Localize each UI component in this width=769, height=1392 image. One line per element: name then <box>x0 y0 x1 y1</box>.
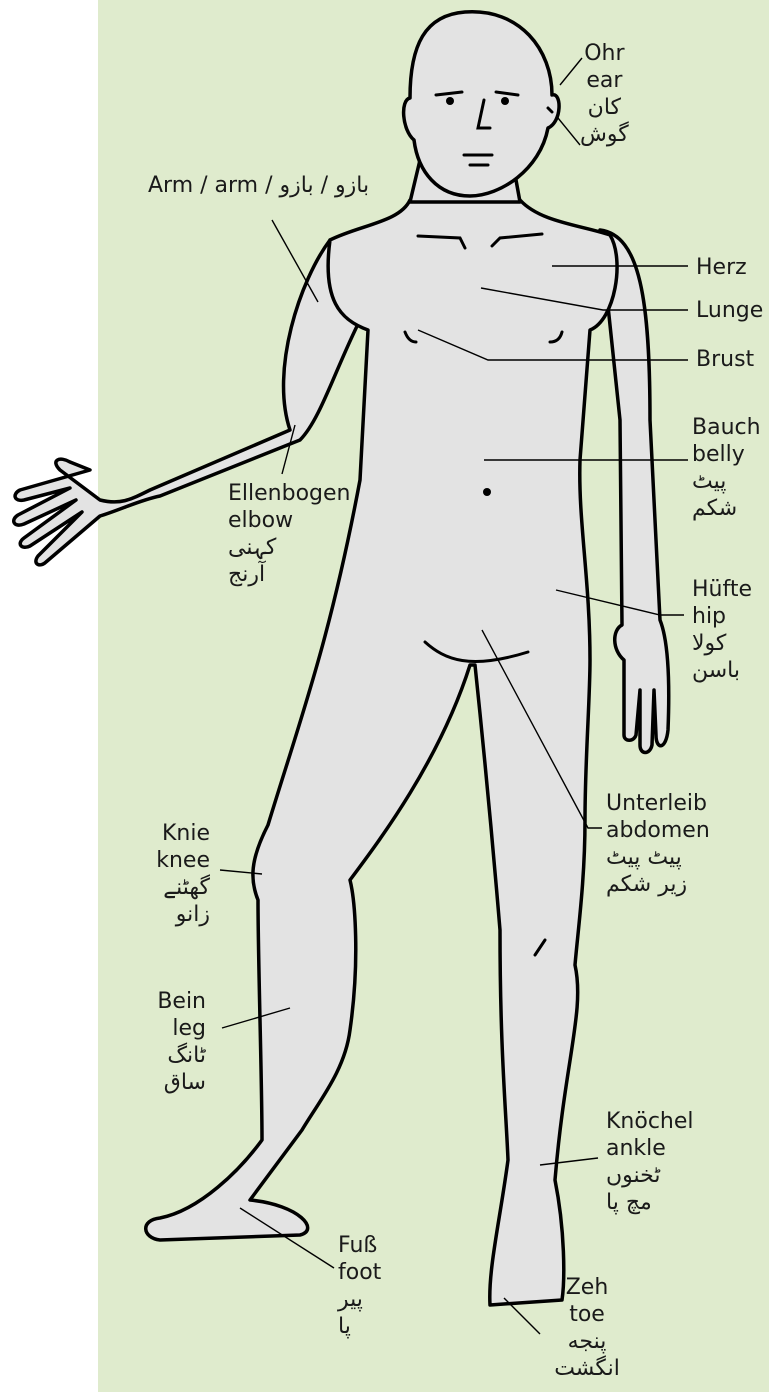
eye-left <box>446 97 454 105</box>
label-arm: Arm / arm / بازو / بازو <box>148 172 369 199</box>
leader-ear-2 <box>558 118 580 145</box>
label-chest: Brust <box>696 346 754 373</box>
head <box>404 12 559 196</box>
label-elbow: Ellenbogen elbow کہنی آرنج <box>228 480 350 588</box>
label-hip: Hüfte hip کولا باسن <box>692 576 752 684</box>
label-knee: Knie knee گھٹنے زانو <box>120 820 210 928</box>
label-abdomen: Unterleib abdomen پیٹ پیٹ زیر شکم <box>606 790 710 898</box>
label-heart: Herz <box>696 254 747 281</box>
torso-legs <box>146 200 617 1305</box>
label-belly: Bauch belly پیٹ شکم <box>692 414 761 522</box>
navel <box>483 488 491 496</box>
label-ear: Ohr ear کان گوش <box>580 40 629 148</box>
eye-right <box>501 97 509 105</box>
label-foot: Fuß foot پیر پا <box>338 1232 381 1340</box>
label-leg: Bein leg ٹانگ ساق <box>120 988 206 1096</box>
label-ankle: Knöchel ankle ٹخنوں مچ پا <box>606 1108 694 1216</box>
leader-arm <box>272 220 318 302</box>
leader-ear-1 <box>560 58 582 85</box>
label-toe: Zeh toe پنجه انگشت <box>552 1274 622 1382</box>
label-lung: Lunge <box>696 297 763 324</box>
